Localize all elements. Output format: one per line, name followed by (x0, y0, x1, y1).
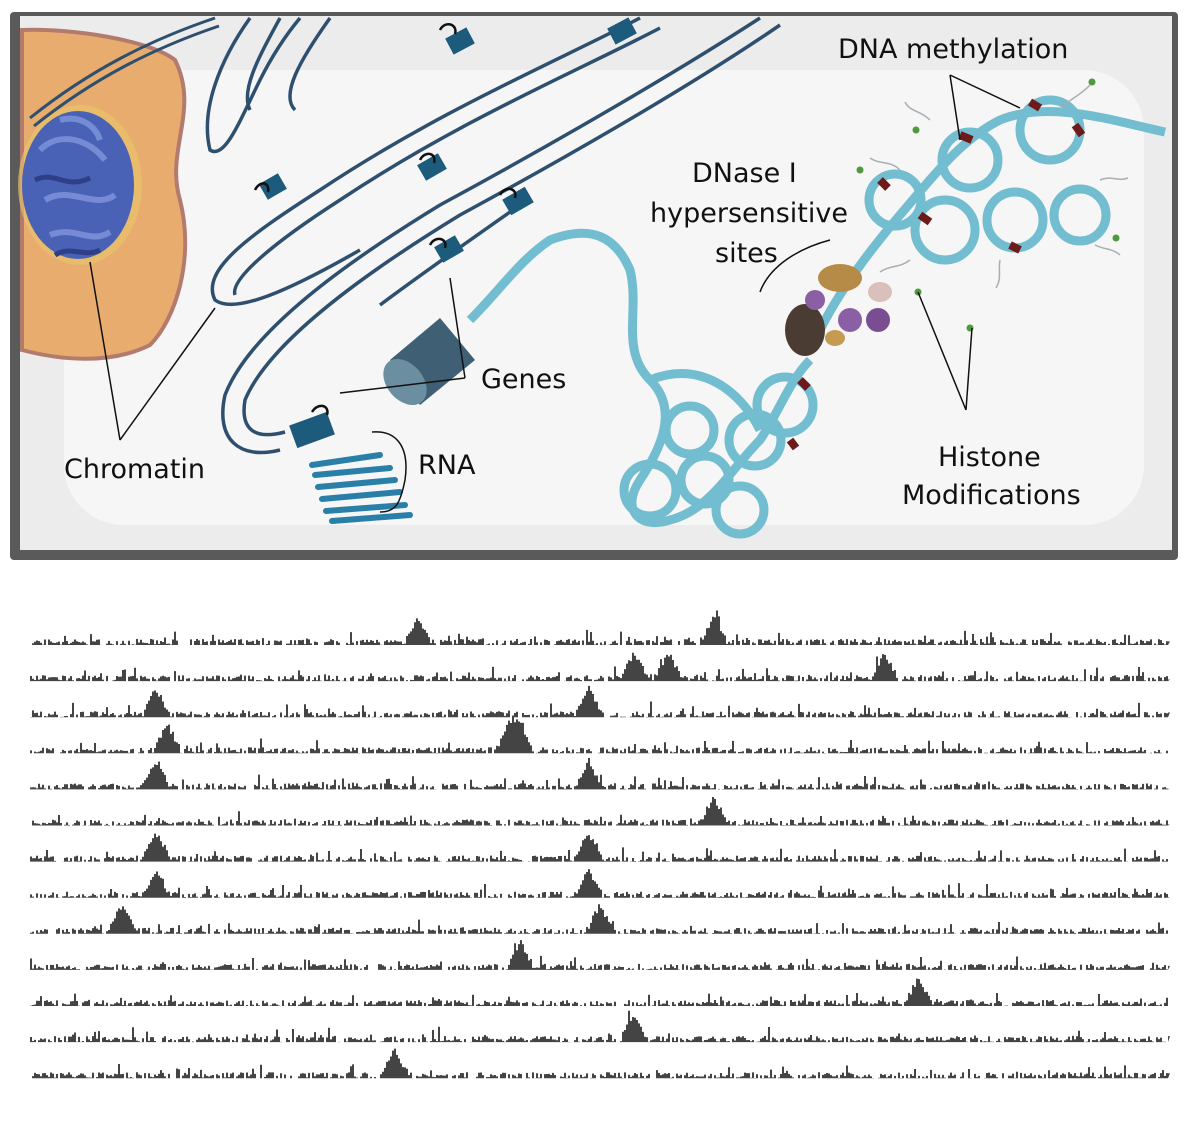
signal-track (30, 869, 1170, 898)
signal-tracks (30, 610, 1170, 1079)
gene-block (607, 17, 637, 45)
signal-track (30, 685, 1170, 718)
methylation-marks (786, 98, 1086, 451)
label-chromatin: Chromatin (64, 454, 205, 485)
gene-block (258, 173, 287, 200)
dnase-proteins (785, 264, 892, 356)
cell (18, 16, 220, 361)
label-dna-methylation: DNA methylation (838, 34, 1068, 65)
chromatin-exit-strand (29, 16, 216, 120)
label-genes: Genes (481, 364, 566, 395)
gene-block (445, 27, 475, 55)
signal-track (30, 652, 1170, 682)
gene-block (502, 186, 534, 216)
signal-track (30, 904, 1170, 934)
signal-track (30, 833, 1170, 862)
label-rna: RNA (418, 450, 476, 481)
signal-track (30, 940, 1170, 970)
label-dnase-line1: DNase I (692, 158, 797, 189)
histone-tails (869, 84, 1129, 289)
label-histone-line1: Histone (938, 442, 1041, 473)
gene-cylinder (383, 318, 475, 406)
label-dnase-line3: sites (715, 238, 778, 269)
signal-track (30, 610, 1170, 645)
signal-track (30, 716, 1170, 754)
rna-transcripts (309, 452, 413, 524)
signal-track (30, 1010, 1170, 1043)
label-dnase-line2: hypersensitive (650, 198, 848, 229)
nucleus (18, 105, 142, 265)
signal-track (30, 1048, 1170, 1079)
gene-block (289, 411, 335, 449)
chromatin-fiber (205, 16, 781, 455)
leader-lines (89, 74, 1021, 513)
gene-block (417, 153, 447, 181)
histone-marks (856, 78, 1120, 332)
signal-track (30, 757, 1170, 790)
signal-track (30, 978, 1170, 1006)
labels: DNA methylation DNase I hypersensitive s… (64, 34, 1081, 511)
gene-block (434, 235, 464, 263)
label-histone-line2: Modifications (902, 480, 1081, 511)
signal-track (30, 796, 1170, 826)
